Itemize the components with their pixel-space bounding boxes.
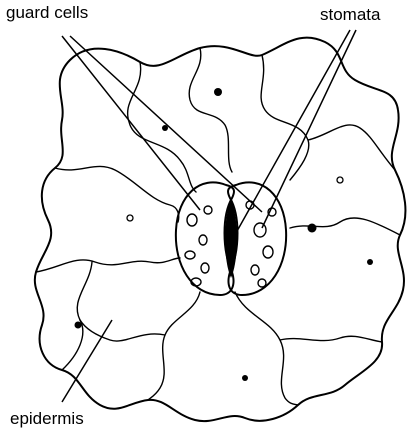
cell-wall [55, 166, 179, 222]
cell-wall [36, 258, 180, 272]
stomata-label: stomata [320, 6, 380, 23]
cell-wall [80, 320, 165, 341]
nucleus-dot [367, 259, 373, 265]
nucleus-dot [75, 322, 82, 329]
cell-wall [280, 336, 382, 342]
guard-cells-pointer [62, 36, 200, 210]
cell-wall [235, 292, 298, 405]
stomata-pointer [262, 30, 356, 228]
epidermis-label: epidermis [10, 410, 84, 427]
nucleus-dot [127, 215, 133, 221]
epidermis-pointer [62, 320, 112, 402]
guard-cells-label: guard cells [6, 4, 88, 21]
cell-wall [148, 292, 200, 400]
cell-wall [308, 125, 395, 170]
nucleus-dot [308, 224, 317, 233]
nucleus-dot [337, 177, 343, 183]
nucleus-dot [214, 88, 222, 96]
cell-wall [290, 218, 400, 235]
nucleus-dot [242, 375, 248, 381]
cell-wall [128, 62, 196, 192]
stomata-pointer [232, 30, 350, 240]
cell-wall [189, 48, 232, 172]
cell-wall [62, 262, 92, 370]
